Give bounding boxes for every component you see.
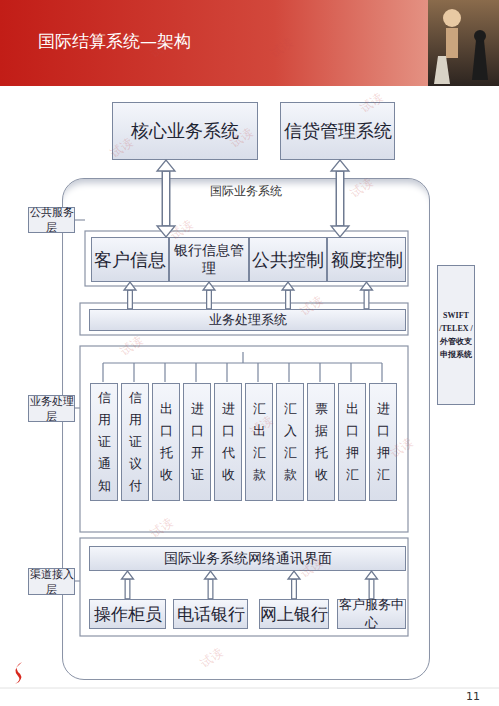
header-photo [428,0,499,86]
module-box: 客户信息 [91,237,169,282]
layer-label: 业务处理层 [28,395,75,422]
node-text: 信用证通知 [98,387,111,497]
node-text: 汇入汇款 [284,398,297,486]
layer-label: 公共服务层 [28,207,75,233]
node-text: 银行信息管理 [170,242,248,278]
watermark: 试读 [227,125,256,153]
node-text: 进口押汇 [377,398,390,486]
channel-frame [80,538,408,636]
node-text: 公共服务层 [29,205,74,235]
node-text: 电话银行 [177,603,245,626]
watermark: 试读 [267,35,296,63]
watermark: 试读 [387,435,416,463]
node-text: 业务处理层 [29,394,74,424]
node-text: 渠道接入层 [29,567,74,597]
node-text: 额度控制 [331,248,403,272]
module-box: 额度控制 [327,237,406,282]
node-text: 操作柜员 [94,603,162,626]
node-text: 汇出汇款 [253,398,266,486]
module-box: 出口押汇 [338,383,366,501]
page-number: 11 [466,690,480,703]
node-text: 进口开证 [191,398,204,486]
service-row-frame [85,231,408,286]
watermark: 试读 [117,333,146,361]
process-boxes-frame [80,346,408,532]
node-text: 业务处理系统 [209,311,287,329]
module-box: 公共控制 [249,237,327,282]
watermark: 试读 [247,413,276,441]
module-box: 汇入汇款 [276,383,304,501]
watermark: 试读 [107,135,136,163]
node-text: 客户服务中心 [338,596,405,632]
module-box: 国际业务系统网络通讯界面 [89,546,406,571]
slide-title: 国际结算系统—架构 [38,30,191,53]
hollow-arrow [203,282,215,309]
watermark: 试读 [167,217,196,245]
node-text: SWIFT /TELEX /外管收支 申报系统 [439,309,473,361]
watermark: 试读 [357,90,386,118]
hollow-arrow [288,571,300,599]
external-system-box: SWIFT /TELEX /外管收支 申报系统 [437,265,475,405]
module-box: 客户服务中心 [337,599,406,629]
node-text: 信贷管理系统 [284,119,392,143]
node-text: 公共控制 [252,248,324,272]
system-container: 国际业务系统客户信息银行信息管理公共控制额度控制业务处理系统信用证通知 信用证议付… [62,178,430,680]
module-box: 操作柜员 [89,599,166,629]
module-box: 信用证通知 [90,383,118,501]
layer-label: 渠道接入层 [28,568,75,595]
module-box: 银行信息管理 [169,237,249,282]
module-box: 信贷管理系统 [280,102,395,160]
tree-lines [103,352,382,382]
watermark: 试读 [297,555,326,583]
footer-rule [0,688,499,689]
node-text: 信用证议付 [129,387,142,497]
layer-ties [75,220,85,581]
watermark: 试读 [147,515,176,543]
logo-mark [15,662,22,684]
node-text: 网上银行 [260,603,328,626]
node-text: 出口押汇 [346,398,359,486]
hollow-arrow [122,571,134,599]
node-text: 客户信息 [94,248,166,272]
process-bar-frame [80,303,408,335]
watermark: 试读 [197,645,226,673]
container-heading: 国际业务系统 [63,183,429,200]
node-text: 出口托收 [160,398,173,486]
module-box: 核心业务系统 [112,102,258,160]
module-box: 汇出汇款 [245,383,273,501]
module-box: 业务处理系统 [89,309,406,331]
hollow-arrow [361,282,373,309]
header-band [0,0,499,86]
module-box: 网上银行 [259,599,329,629]
hollow-arrow [205,571,217,599]
hollow-arrow [366,571,378,599]
module-box: 进口代收 [214,383,242,501]
module-box: 出口托收 [152,383,180,501]
hollow-arrow [124,282,136,309]
node-text: 票据托收 [315,398,328,486]
module-box: 进口押汇 [369,383,397,501]
module-box: 信用证议付 [121,383,149,501]
hollow-arrow [157,160,175,237]
node-text: 核心业务系统 [131,119,239,143]
hollow-arrow [331,160,349,237]
hollow-arrow [282,282,294,309]
watermark: 试读 [347,175,376,203]
watermark: 试读 [297,293,326,321]
node-text: 进口代收 [222,398,235,486]
module-box: 进口开证 [183,383,211,501]
module-box: 电话银行 [173,599,248,629]
node-text: 国际业务系统网络通讯界面 [164,550,332,568]
module-box: 票据托收 [307,383,335,501]
